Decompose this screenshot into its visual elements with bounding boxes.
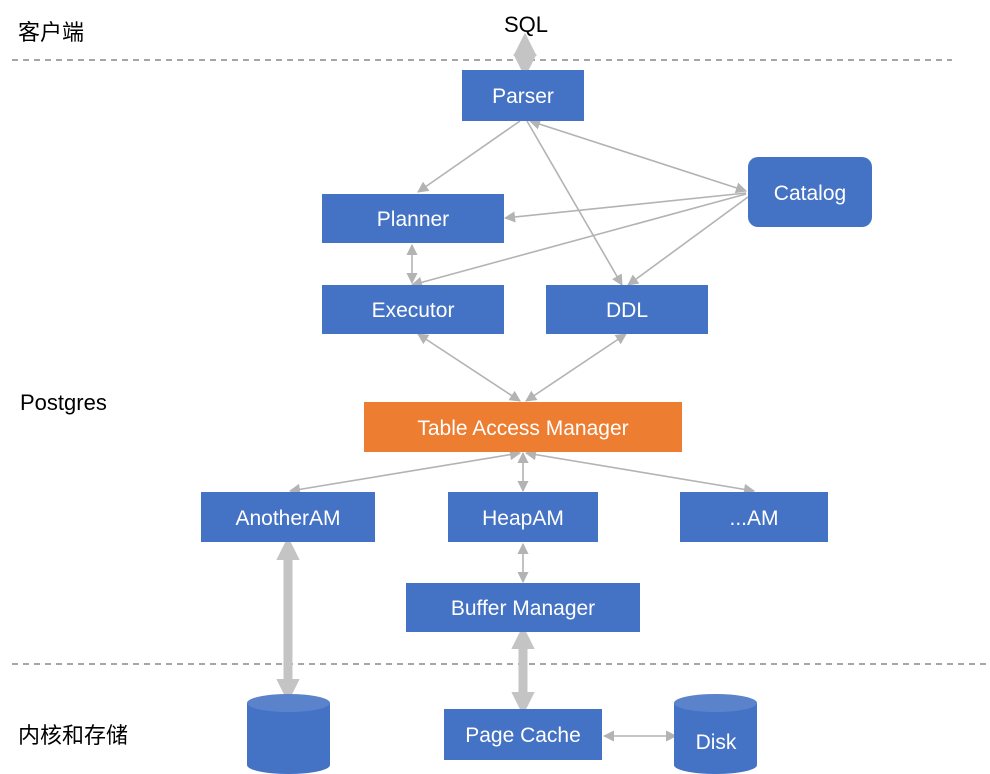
table-access-manager-label: Table Access Manager: [417, 417, 628, 440]
buffer-manager-label: Buffer Manager: [451, 597, 595, 620]
thin-arrows: [288, 118, 756, 742]
ddl-tam-arrow: [525, 333, 627, 402]
buffer-manager-box: Buffer Manager: [406, 583, 640, 632]
disk-database-icon: Disk: [674, 694, 757, 774]
catalog-executor-arrow: [410, 193, 747, 288]
catalog-planner-arrow: [503, 192, 747, 223]
heapam-label: HeapAM: [482, 507, 564, 530]
anotheram-box: AnotherAM: [201, 492, 375, 542]
client-layer-label: 客户端: [18, 20, 84, 45]
postgres-layer-label: Postgres: [20, 390, 107, 415]
catalog-ddl-arrow: [627, 196, 749, 286]
parser-ddl-arrow: [526, 120, 623, 286]
parser-catalog-arrow: [528, 118, 748, 194]
catalog-box: Catalog: [748, 157, 872, 227]
tam-anotheram-arrow: [288, 449, 522, 495]
catalog-label: Catalog: [774, 182, 846, 205]
kernel-storage-layer-label: 内核和存储: [18, 723, 128, 748]
sql-label: SQL: [504, 12, 548, 37]
ddl-label: DDL: [606, 299, 648, 322]
ddl-box: DDL: [546, 285, 708, 334]
page-cache-box: Page Cache: [444, 709, 602, 760]
executor-label: Executor: [372, 299, 455, 322]
planner-label: Planner: [377, 208, 449, 231]
executor-box: Executor: [322, 285, 504, 334]
parser-planner-arrow: [417, 120, 521, 193]
other-am-box: ...AM: [680, 492, 828, 542]
table-access-manager-box: Table Access Manager: [364, 402, 682, 452]
tam-otheram-arrow: [524, 449, 756, 495]
planner-box: Planner: [322, 194, 504, 243]
page-cache-label: Page Cache: [465, 724, 581, 747]
storage-database-icon: [247, 694, 330, 774]
disk-label: Disk: [696, 731, 737, 754]
parser-label: Parser: [492, 85, 554, 108]
other-am-label: ...AM: [729, 507, 778, 530]
executor-tam-arrow: [417, 333, 521, 402]
parser-box: Parser: [462, 70, 584, 121]
anotheram-label: AnotherAM: [235, 507, 340, 530]
heapam-box: HeapAM: [448, 492, 598, 542]
